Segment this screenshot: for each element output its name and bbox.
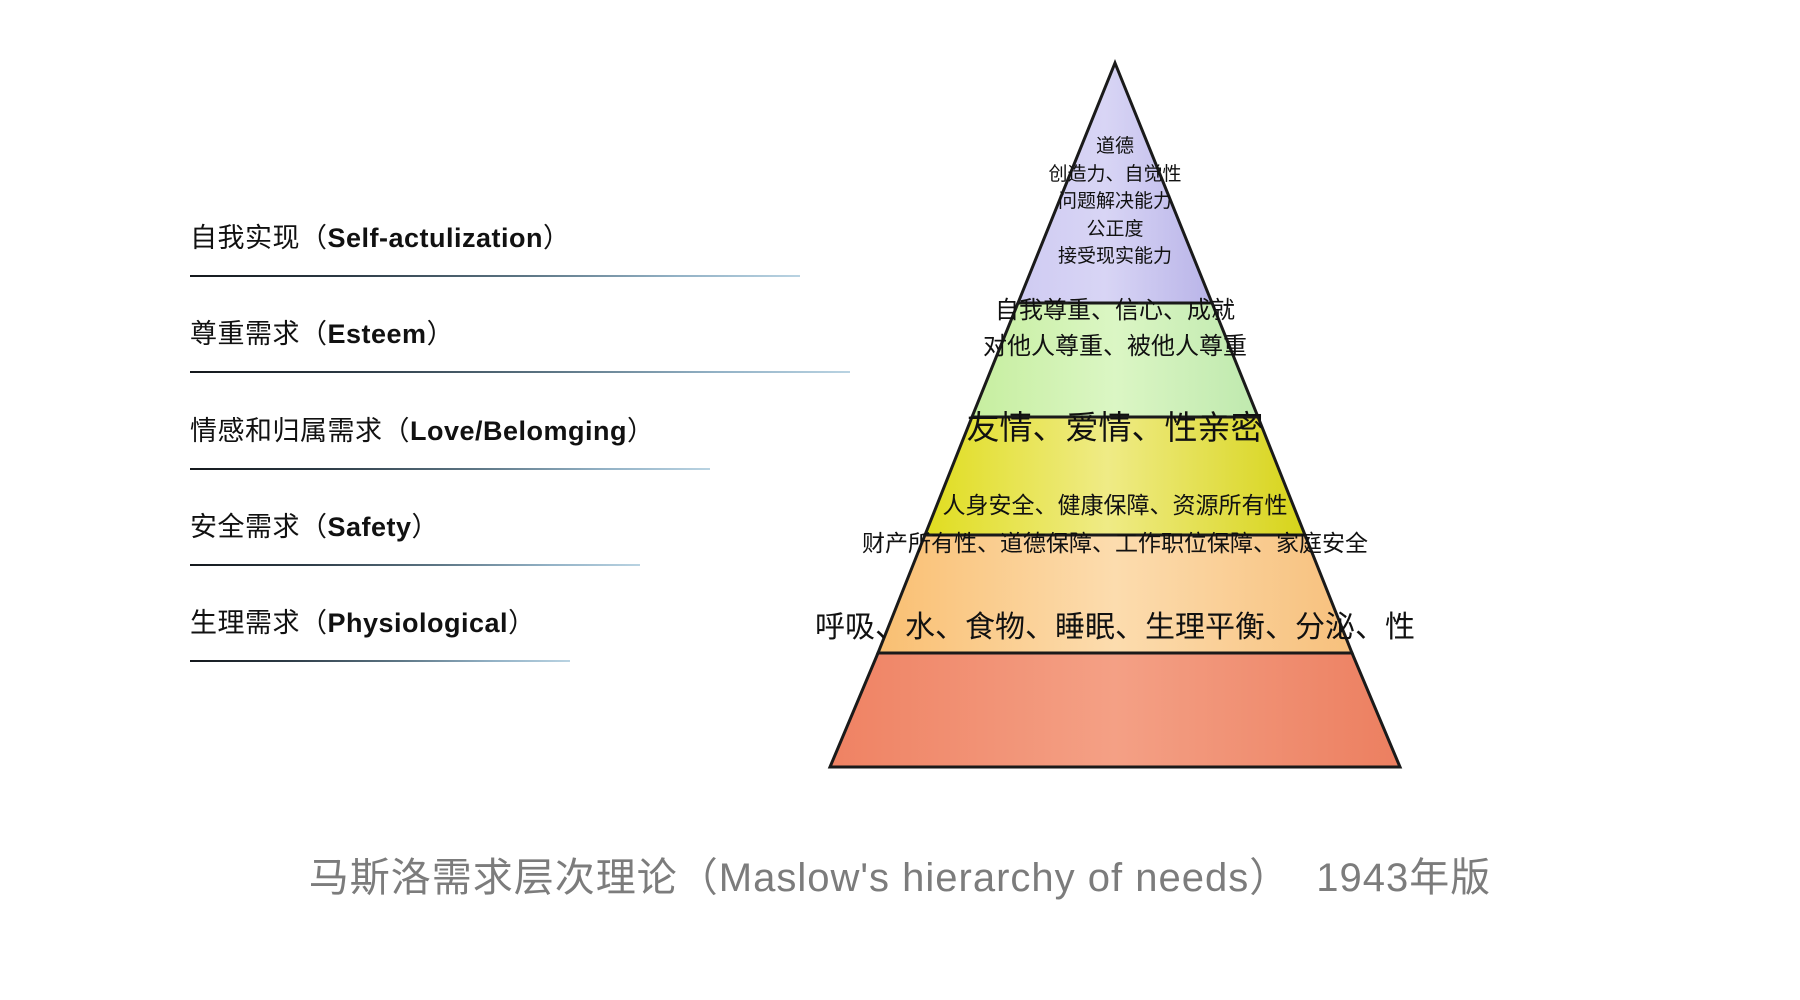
level-label-cn-physiological: 生理需求	[190, 608, 300, 638]
pyramid-tier-safety	[875, 533, 1355, 655]
label-divider-5	[190, 660, 570, 662]
pyramid-tier-love-belonging	[922, 415, 1308, 537]
level-label-cn-safety: 安全需求	[190, 512, 300, 542]
level-label-en-safety: Safety	[327, 512, 412, 542]
pyramid-tier-self-actualization	[1015, 58, 1215, 305]
label-divider-1	[190, 275, 800, 277]
level-label-en-self-actualization: Self-actulization	[327, 223, 544, 253]
level-label-en-physiological: Physiological	[327, 608, 509, 638]
label-divider-3	[190, 468, 710, 470]
level-label-en-love-belonging: Love/Belomging	[410, 416, 628, 446]
label-divider-2	[190, 371, 850, 373]
level-label-physiological: 生理需求（Physiological）	[190, 608, 536, 638]
label-divider-4	[190, 564, 640, 566]
level-label-cn-self-actualization: 自我实现	[190, 223, 300, 253]
pyramid-svg	[827, 58, 1403, 769]
caption-year-text: 1943年版	[1316, 856, 1492, 900]
level-label-esteem: 尊重需求（Esteem）	[190, 319, 455, 349]
level-label-self-actualization: 自我实现（Self-actulization）	[190, 223, 571, 253]
level-label-cn-love-belonging: 情感和归属需求	[190, 416, 383, 446]
pyramid-tier-esteem	[969, 301, 1261, 419]
level-label-en-esteem: Esteem	[327, 319, 427, 349]
level-label-cn-esteem: 尊重需求	[190, 319, 300, 349]
level-label-column: 自我实现（Self-actulization） 尊重需求（Esteem） 情感和…	[0, 0, 850, 1000]
level-label-safety: 安全需求（Safety）	[190, 512, 440, 542]
level-label-love-belonging: 情感和归属需求（Love/Belomging）	[190, 416, 655, 446]
caption-main-text: 马斯洛需求层次理论（Maslow's hierarchy of needs）	[308, 856, 1291, 900]
pyramid-graphic: 道德 创造力、自觉性 问题解决能力 公正度 接受现实能力 自我尊重、信心、成就 …	[600, 55, 1630, 775]
pyramid-tier-physiological	[827, 651, 1403, 769]
diagram-caption: 马斯洛需求层次理论（Maslow's hierarchy of needs） 19…	[0, 845, 1800, 903]
